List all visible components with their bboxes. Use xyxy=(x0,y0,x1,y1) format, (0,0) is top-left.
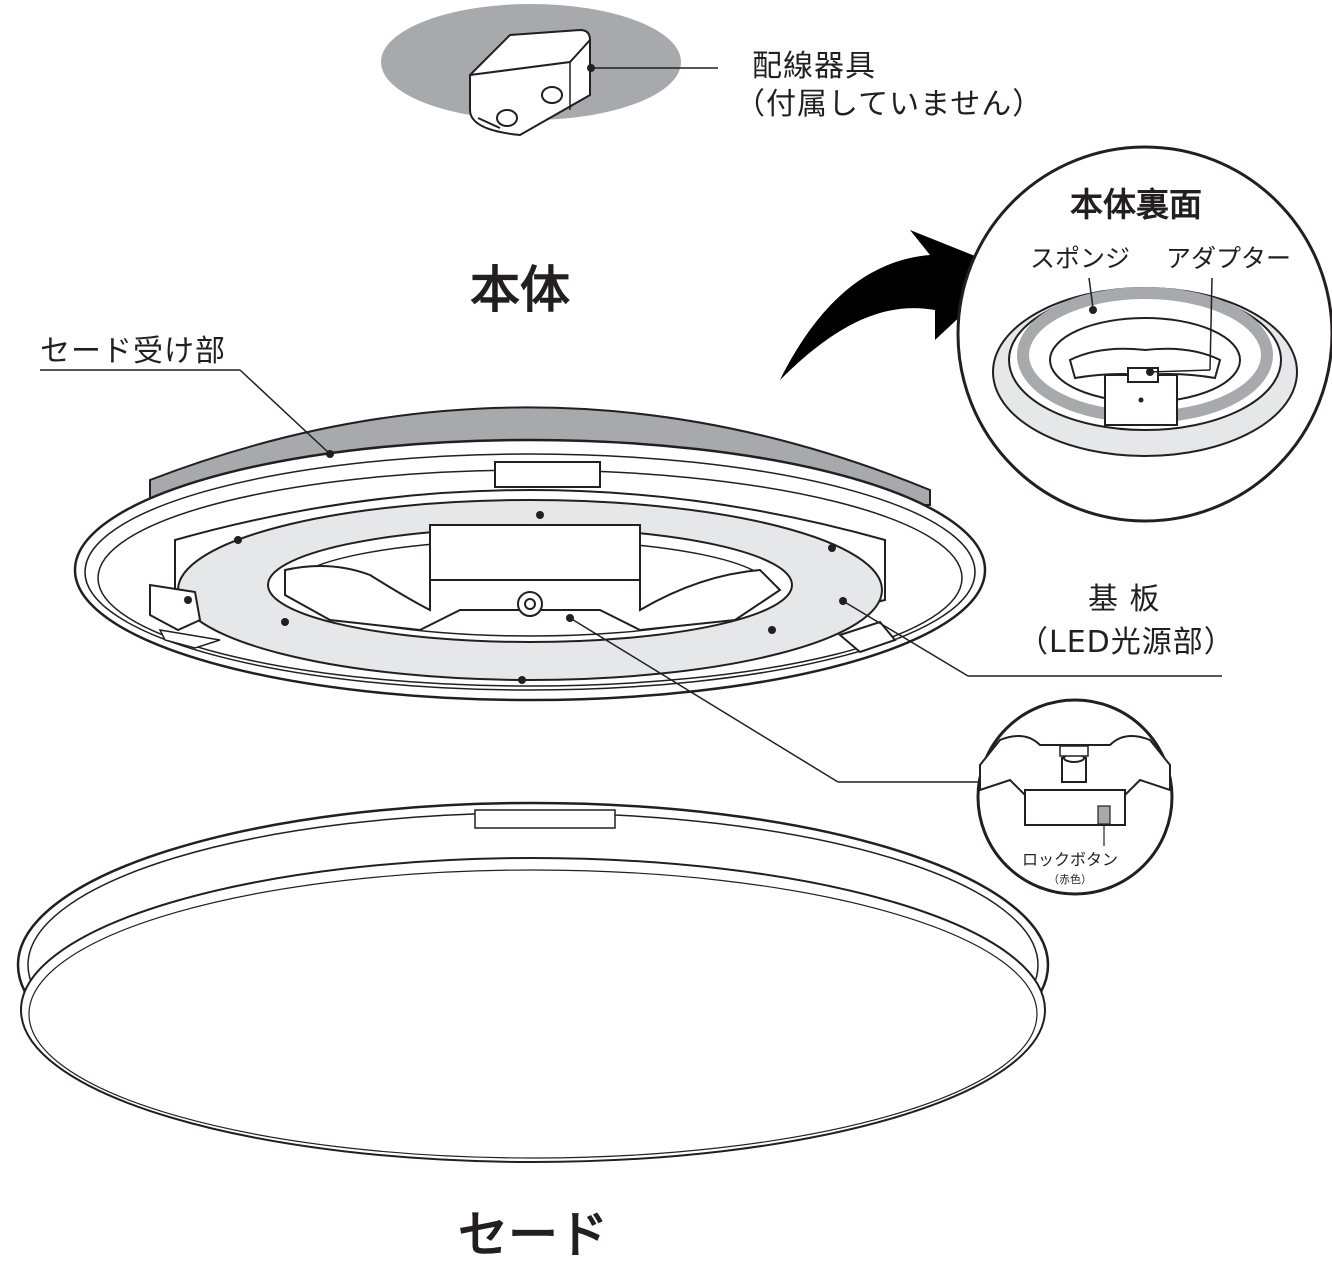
back-side-detail-circle xyxy=(956,145,1332,523)
board-label: 基 板 xyxy=(1088,582,1161,617)
red-color-label: （赤色） xyxy=(1048,873,1092,886)
main-body-title: 本体 xyxy=(470,261,570,319)
wiring-device-illustration xyxy=(381,4,718,137)
shade-illustration xyxy=(16,801,1050,1163)
arrow-to-back-view xyxy=(780,230,1010,380)
not-included-note: （付属していません） xyxy=(735,87,1044,122)
lock-button-label: ロックボタン xyxy=(1022,850,1119,869)
main-body-illustration xyxy=(73,406,987,702)
lock-button-detail-circle xyxy=(976,698,1174,896)
sponge-label: スポンジ xyxy=(1030,244,1131,273)
wiring-device-label: 配線器具 xyxy=(752,49,876,84)
shade-title: セード xyxy=(458,1206,608,1264)
shade-receiver-label: セード受け部 xyxy=(40,334,226,369)
shade-receiver-leader xyxy=(40,369,334,458)
led-source-label: （LED光源部） xyxy=(1018,625,1235,660)
board-leader xyxy=(839,597,1222,677)
back-side-title: 本体裏面 xyxy=(1070,185,1202,224)
adapter-label: アダプター xyxy=(1166,244,1292,273)
lock-button-leader xyxy=(566,614,980,783)
